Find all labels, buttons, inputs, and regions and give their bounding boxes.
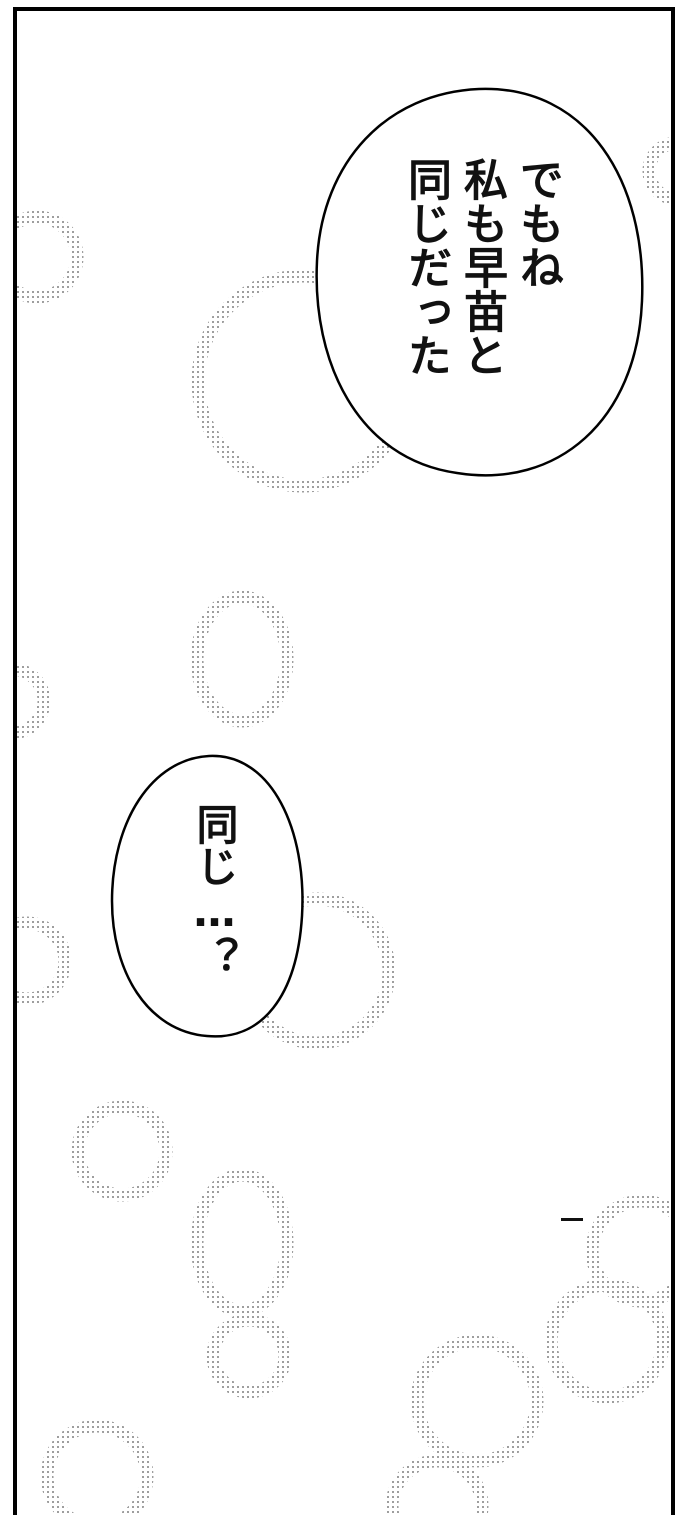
tone-ring [206,1313,292,1399]
tone-ring [642,137,671,205]
speech-bubble-2 [110,754,304,1038]
tone-ring [190,590,294,728]
tone-ring [71,1100,173,1202]
stray-ink-mark [561,1218,583,1221]
manga-panel: でもね 私も早苗と 同じだった 同じ…？ [13,7,675,1515]
panel-art [17,87,671,1515]
tone-ring [17,210,84,304]
speech-bubble-text-1: でもね 私も早苗と 同じだった [400,157,563,377]
tone-ring [190,1168,294,1318]
tone-ring [17,662,51,740]
speech-bubble-1 [315,87,644,477]
tone-ring [17,916,72,1006]
tone-ring [385,1454,489,1515]
speech-bubble-text-2: 同じ…？ [190,803,239,978]
tone-ring [40,1419,154,1515]
tone-ring [544,1278,670,1404]
screentone-background [17,137,671,1515]
tone-ring [410,1334,544,1468]
